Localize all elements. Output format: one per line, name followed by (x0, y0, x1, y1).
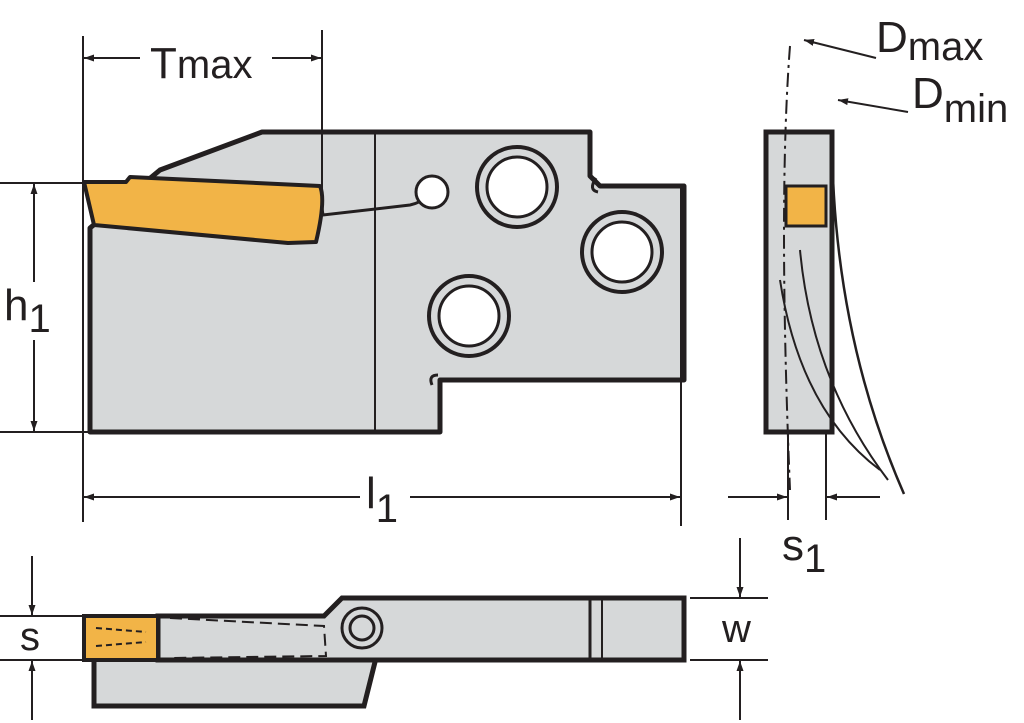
s-label: s (20, 615, 40, 659)
side-insert (784, 184, 828, 228)
top-body (155, 595, 687, 663)
h1-label: h1 (4, 281, 51, 341)
dmax-label: Dmax (876, 13, 983, 69)
l1-label: l1 (366, 469, 398, 531)
front-view (82, 129, 687, 435)
dmin-label: Dmin (912, 69, 1008, 131)
side-body (763, 129, 835, 435)
tmax-label: Tmax (150, 39, 252, 88)
top-view (82, 595, 687, 709)
dimensions (0, 30, 909, 720)
s1-label: s1 (782, 521, 826, 581)
cutting-insert (82, 175, 325, 245)
top-insert (82, 614, 160, 662)
top-lower-body (91, 655, 380, 709)
w-label: w (721, 607, 751, 651)
side-view (763, 45, 906, 495)
relief-hole (414, 174, 450, 210)
